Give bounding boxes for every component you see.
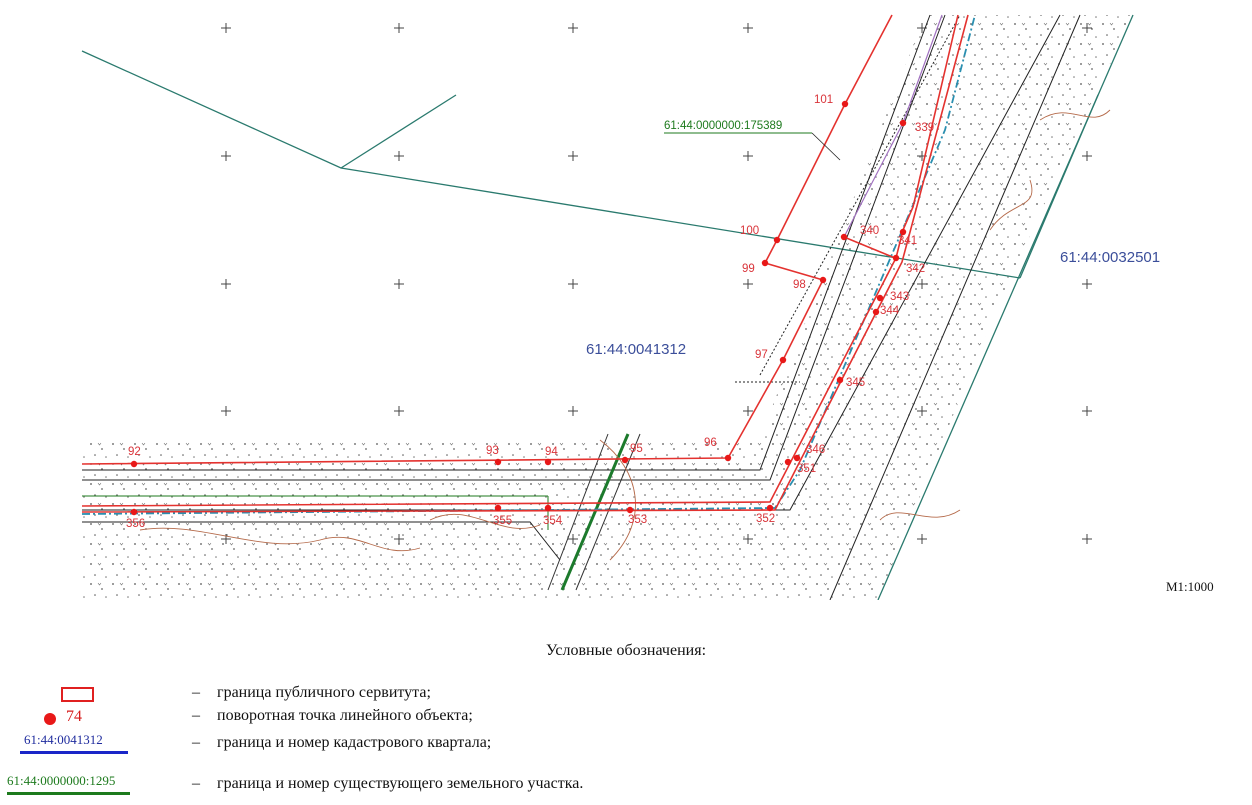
- turn-point-sample-number: 74: [66, 708, 82, 725]
- turn-point-marker: [819, 276, 827, 284]
- turn-point-marker: [766, 504, 774, 512]
- legend-item-parcel: 61:44:0000000:1295 – граница и номер сущ…: [0, 773, 1252, 797]
- turn-point-label: 100: [740, 225, 759, 237]
- turn-point-label: 354: [543, 515, 563, 527]
- parcel-sample: 61:44:0000000:1295: [7, 773, 116, 788]
- turn-point-marker: [626, 506, 634, 514]
- turn-point-label: 96: [704, 437, 717, 449]
- turn-point-label: 95: [630, 443, 643, 455]
- legend-text: граница и номер существующего земельного…: [217, 775, 584, 792]
- legend-dash: –: [192, 734, 200, 751]
- legend-item-turn-point: 74 – поворотная точка линейного объекта;: [0, 707, 1252, 729]
- turn-point-marker: [130, 508, 138, 516]
- turn-point-label: 353: [628, 514, 647, 526]
- parcel-number: 61:44:0000000:175389: [664, 120, 782, 132]
- contours: [139, 109, 1111, 561]
- legend-item-cadastral-block: 61:44:0041312 – граница и номер кадастро…: [0, 732, 1252, 756]
- turn-points: [130, 100, 907, 516]
- turn-point-marker: [899, 228, 907, 236]
- turn-point-marker: [872, 308, 880, 316]
- turn-point-label: 343: [890, 291, 909, 303]
- turn-point-marker: [544, 504, 552, 512]
- turn-point-label: 342: [906, 263, 925, 275]
- turn-point-label: 94: [545, 446, 558, 458]
- turn-point-label: 99: [742, 263, 755, 275]
- turn-point-marker: [841, 100, 849, 108]
- turn-point-marker: [793, 454, 801, 462]
- turn-point-marker: [494, 458, 502, 466]
- parcel-symbol: [7, 792, 130, 795]
- turn-point-marker: [494, 504, 502, 512]
- turn-point-symbol: [44, 713, 56, 725]
- legend-item-servitude: – граница публичного сервитута;: [0, 684, 1252, 706]
- turn-point-marker: [779, 356, 787, 364]
- turn-point-label: 344: [880, 305, 900, 317]
- turn-point-marker: [784, 458, 792, 466]
- point-labels: 92 93 94 95 96 97 98 99 100 101 339 340 341 342 343 344…: [126, 94, 934, 530]
- turn-point-marker: [876, 294, 884, 302]
- parcel-label: 61:44:0000000:175389: [664, 120, 841, 161]
- turn-point-marker: [836, 376, 844, 384]
- turn-point-label: 92: [128, 446, 141, 458]
- legend-text: граница и номер кадастрового квартала;: [217, 734, 492, 751]
- turn-point-label: 101: [814, 94, 833, 106]
- turn-point-marker: [840, 233, 848, 241]
- road-lines: [82, 14, 1081, 600]
- turn-point-label: 345: [846, 377, 865, 389]
- cadastral-block-sample: 61:44:0041312: [24, 732, 103, 747]
- turn-point-label: 352: [756, 513, 775, 525]
- communication-line: [81, 14, 976, 515]
- turn-point-marker: [761, 259, 769, 267]
- turn-point-marker: [892, 254, 900, 262]
- turn-point-marker: [544, 458, 552, 466]
- legend-text: поворотная точка линейного объекта;: [217, 707, 473, 724]
- turn-point-marker: [724, 454, 732, 462]
- grid-crosses: [221, 23, 1092, 544]
- turn-point-label: 355: [493, 515, 512, 527]
- turn-point-marker: [130, 460, 138, 468]
- turn-point-marker: [621, 456, 629, 464]
- topographic-map: 92 93 94 95 96 97 98 99 100 101 339 340 341 342 343 344…: [81, 14, 1160, 600]
- turn-point-label: 351: [797, 463, 816, 475]
- turn-point-label: 97: [755, 349, 768, 361]
- legend-text: граница публичного сервитута;: [217, 684, 431, 701]
- turn-point-label: 93: [486, 445, 499, 457]
- turn-point-marker: [899, 119, 907, 127]
- legend-dash: –: [192, 707, 200, 724]
- servitude-symbol: [61, 687, 94, 702]
- legend-dash: –: [192, 684, 200, 701]
- turn-point-label: 98: [793, 279, 806, 291]
- turn-point-marker: [773, 236, 781, 244]
- cadastral-block-label: 61:44:0041312: [586, 341, 686, 358]
- cadastral-block-symbol: [20, 751, 128, 754]
- scale-label: М1:1000: [1166, 579, 1214, 594]
- parcel-boundary: [82, 495, 549, 530]
- legend-dash: –: [192, 775, 200, 792]
- cadastral-block-label: 61:44:0032501: [1060, 249, 1160, 266]
- turn-point-label: 340: [860, 225, 879, 237]
- turn-point-label: 341: [898, 235, 917, 247]
- cadastral-boundaries: [81, 14, 1134, 600]
- turn-point-label: 356: [126, 518, 145, 530]
- turn-point-label: 346: [806, 444, 825, 456]
- servitude-boundary: [81, 14, 969, 513]
- vegetation-area: [82, 15, 1133, 600]
- legend-title: Условные обозначения:: [545, 642, 707, 659]
- turn-point-label: 339: [915, 122, 934, 134]
